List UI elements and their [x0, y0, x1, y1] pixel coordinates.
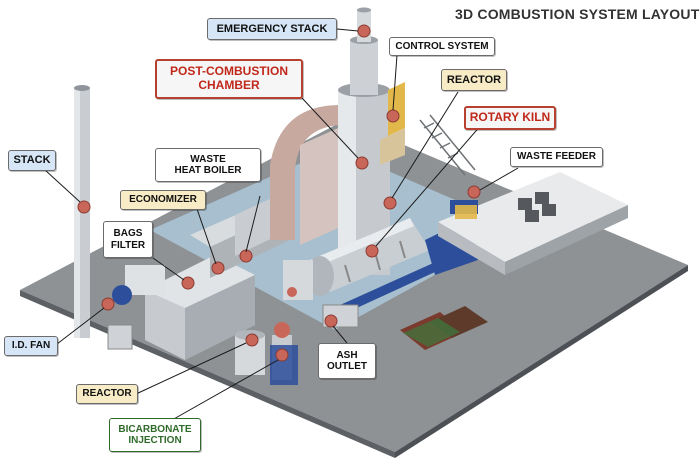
blue-conveyor [340, 260, 448, 312]
label-control-system-text: CONTROL SYSTEM [395, 40, 489, 52]
label-bags-line2: FILTER [110, 239, 146, 251]
label-emergency-stack-text: EMERGENCY STACK [216, 22, 328, 35]
label-bicarb-line1: BICARBONATE [118, 423, 192, 435]
label-reactor-top: REACTOR [441, 69, 507, 91]
label-stack: STACK [8, 150, 56, 171]
label-post-combustion-chamber: POST-COMBUSTION CHAMBER [155, 59, 303, 99]
equipment-tags [77, 24, 481, 362]
label-emergency-stack: EMERGENCY STACK [207, 18, 337, 40]
label-ash-line1: ASH [336, 349, 358, 361]
label-bicarbonate-injection: BICARBONATE INJECTION [109, 418, 201, 452]
label-bags-line1: BAGS [113, 228, 143, 239]
label-economizer: ECONOMIZER [120, 190, 206, 210]
waste-feeder-platform [438, 172, 628, 275]
label-bicarb-line2: INJECTION [128, 435, 182, 446]
label-ash-line2: OUTLET [327, 361, 367, 372]
label-waste-feeder: WASTE FEEDER [510, 147, 603, 167]
label-control-system: CONTROL SYSTEM [389, 37, 495, 56]
water-basin [150, 148, 520, 330]
floor-edge-right [395, 265, 688, 458]
control-system-panel [380, 82, 405, 165]
diagram-title: 3D COMBUSTION SYSTEM LAYOUT [455, 6, 700, 22]
ash-bins [400, 306, 488, 350]
id-fan-unit [107, 285, 133, 350]
label-id-fan-text: I.D. FAN [11, 340, 51, 352]
label-rotary-kiln: ROTARY KILN [464, 106, 556, 130]
label-waste-feeder-text: WASTE FEEDER [517, 151, 596, 163]
label-reactor-bottom: REACTOR [76, 384, 138, 404]
label-rotary-kiln-text: ROTARY KILN [469, 110, 551, 125]
label-ash-outlet: ASH OUTLET [318, 343, 376, 379]
label-post-combustion-line1: POST-COMBUSTION [169, 64, 288, 79]
label-waste-heat-boiler: WASTE HEAT BOILER [155, 148, 261, 182]
label-id-fan: I.D. FAN [4, 336, 58, 356]
label-waste-heat-line2: HEAT BOILER [174, 165, 242, 176]
label-stack-text: STACK [13, 154, 51, 167]
label-waste-heat-line1: WASTE [190, 153, 226, 165]
leader-lines [44, 28, 519, 421]
label-post-combustion-line2: CHAMBER [198, 78, 260, 92]
label-economizer-text: ECONOMIZER [129, 194, 197, 206]
label-bags-filter: BAGS FILTER [103, 221, 153, 258]
label-reactor-bottom-text: REACTOR [82, 388, 132, 400]
label-reactor-top-text: REACTOR [446, 73, 502, 86]
